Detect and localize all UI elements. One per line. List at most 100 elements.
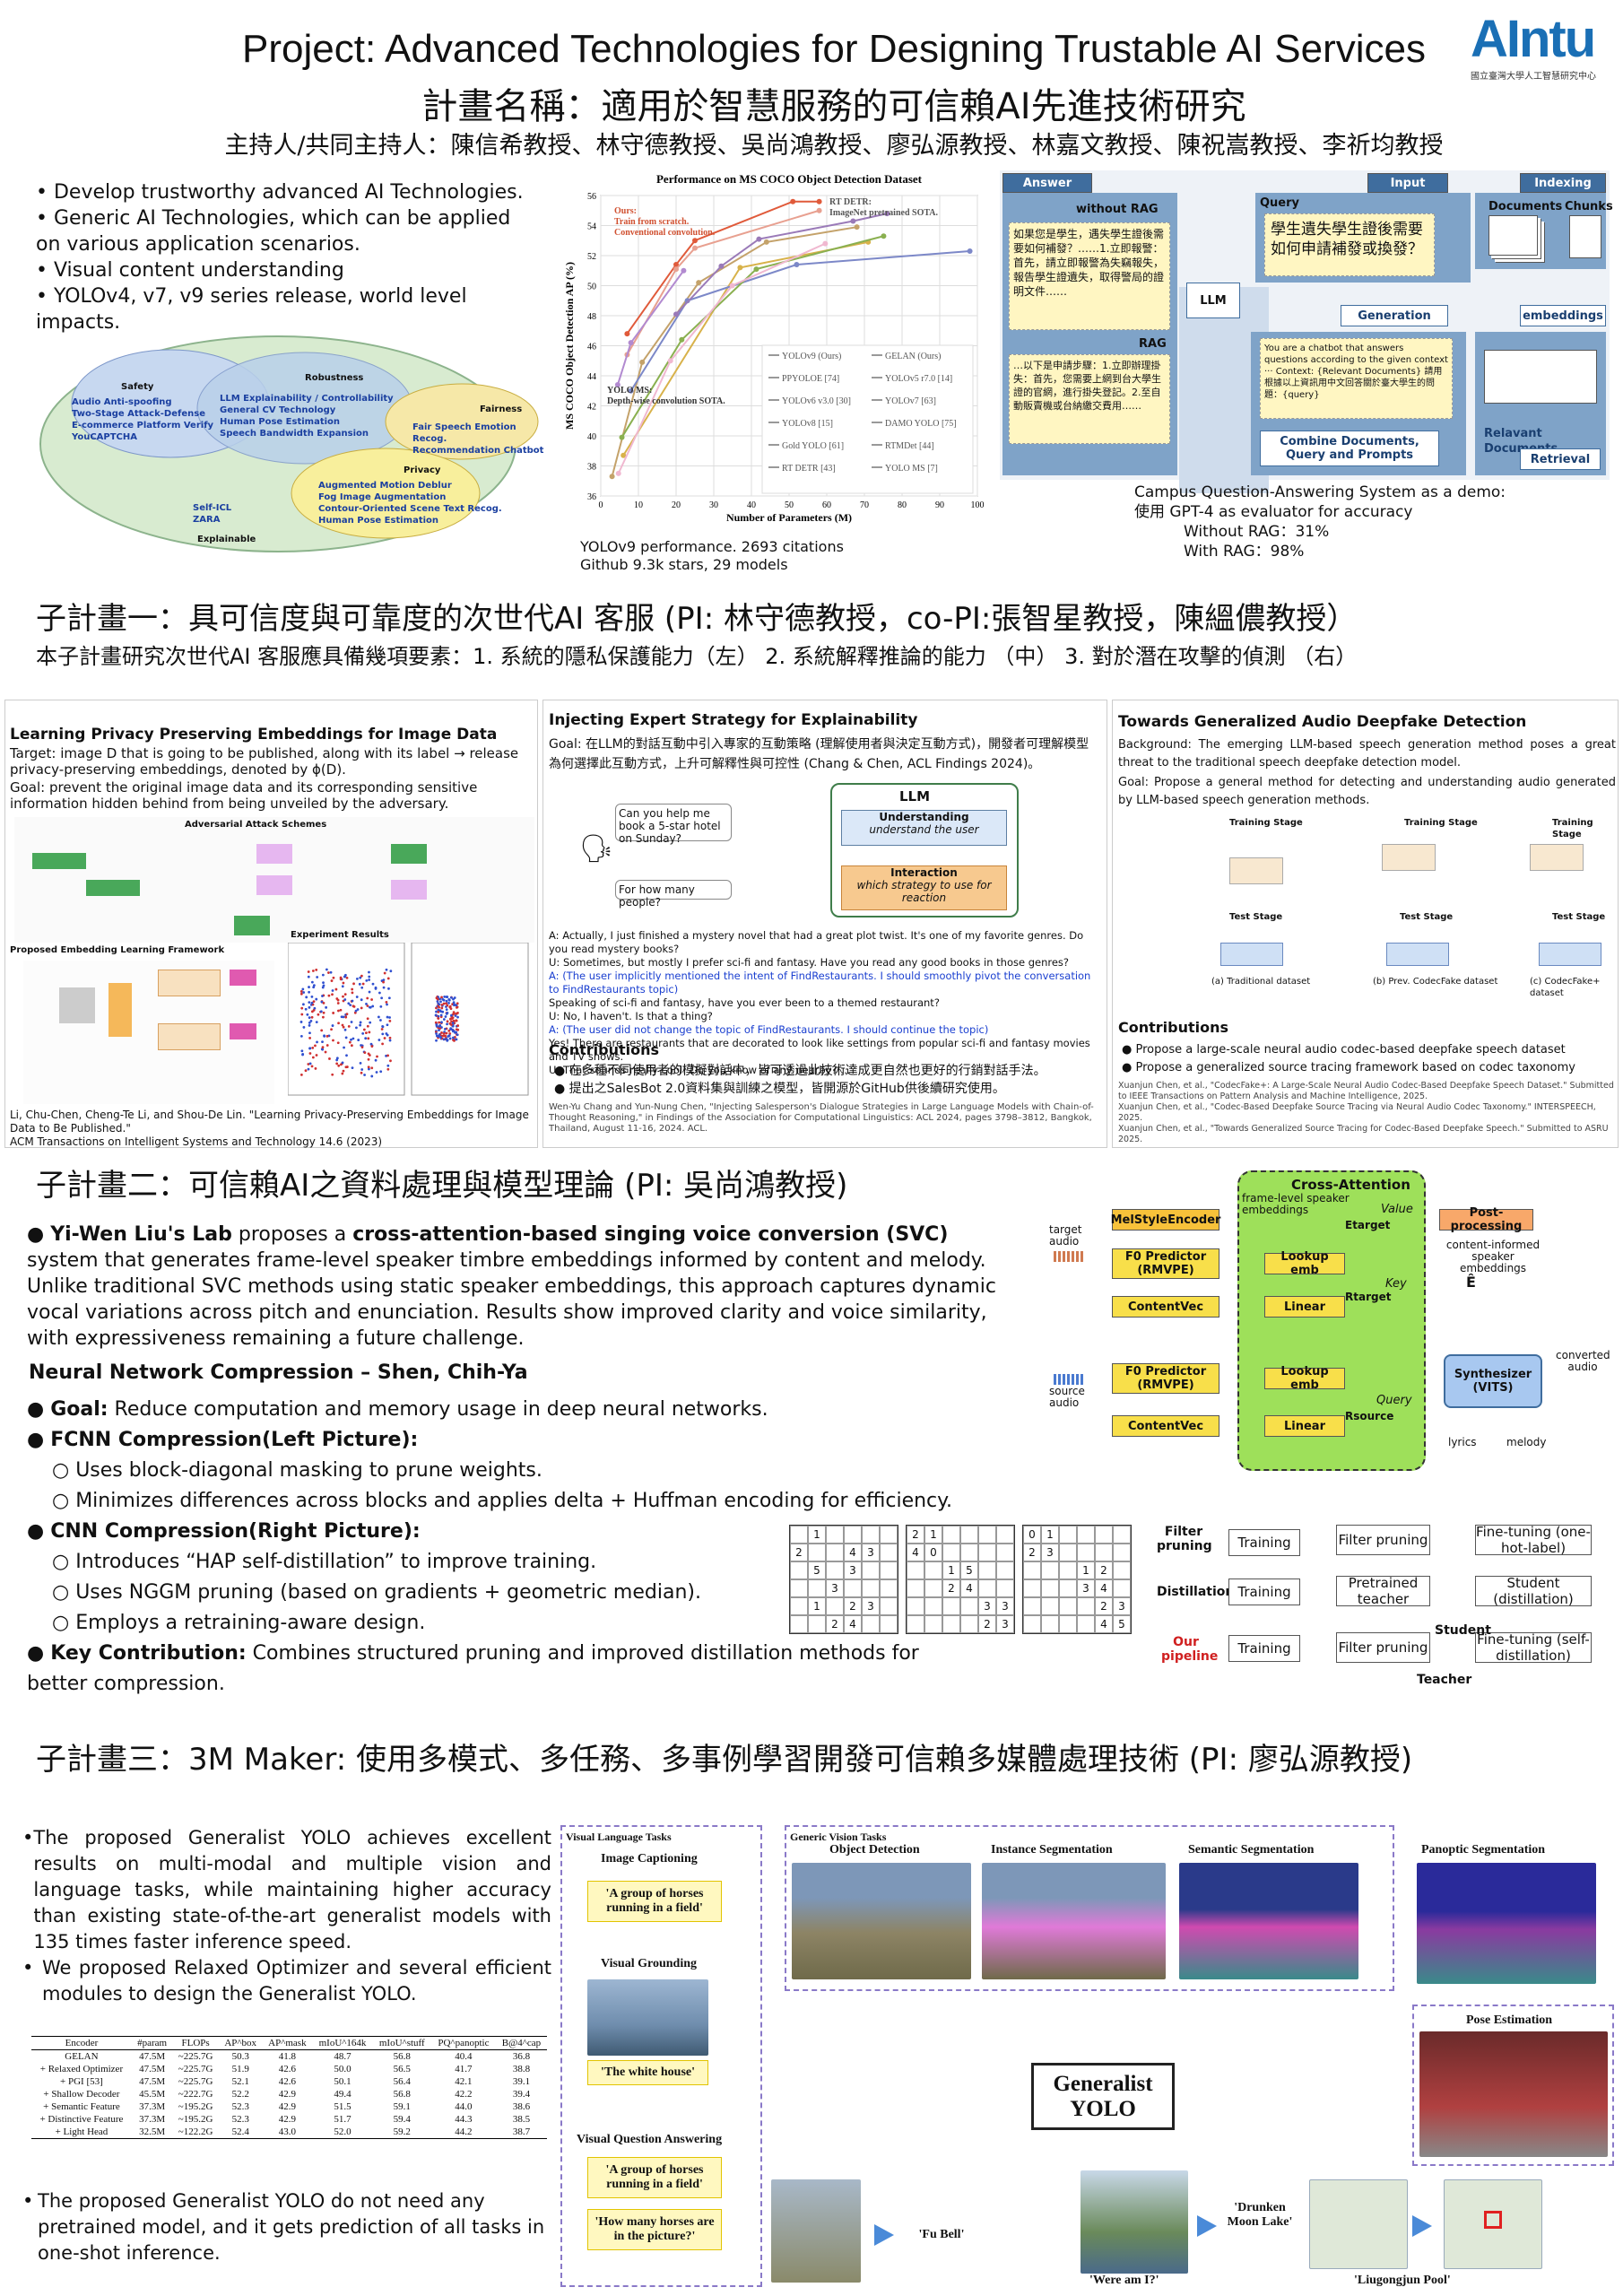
data-point: [816, 207, 822, 213]
contribution-text: 在多種不同使用者的模擬對話中，皆可透過此技術達成更自然也更好的行銷對話手法。: [568, 1064, 1046, 1078]
scatter-point: [334, 987, 338, 991]
key-contribution-label: Key Contribution:: [50, 1642, 247, 1665]
scatter-point: [351, 999, 354, 1003]
grid-cell: [1095, 1544, 1113, 1561]
table-cell: 42.9: [278, 2089, 296, 2100]
y-tick-label: 54: [587, 222, 596, 232]
fcnn-label: FCNN Compression(Left Picture):: [50, 1429, 419, 1451]
rag-caption-2: 使用 GPT-4 as evaluator for accuracy: [1134, 503, 1413, 521]
venn-item: Two-Stage Attack-Defense: [72, 409, 205, 419]
y-tick-label: 56: [587, 192, 596, 202]
scatter-point: [352, 1004, 355, 1008]
grid-cell: [1059, 1579, 1077, 1597]
y-tick-label: 40: [587, 432, 596, 442]
rag-caption-3: Without RAG：31%: [1184, 523, 1330, 541]
grid-cell: [996, 1544, 1014, 1561]
rag-query-label: Query: [1260, 196, 1300, 210]
scatter-point: [347, 1024, 351, 1028]
table-cell: 42.9: [278, 2114, 296, 2125]
x-tick-label: 60: [822, 500, 831, 510]
table-cell: 42.1: [455, 2076, 473, 2087]
scatter-point: [315, 968, 318, 971]
data-point: [881, 233, 887, 239]
grid-cell: [1095, 1526, 1113, 1544]
scatter-point: [331, 989, 334, 992]
scatter-point: [304, 1007, 308, 1011]
venn-svg: [39, 335, 539, 552]
grid-cell: [1041, 1615, 1059, 1633]
scatter-point: [359, 1061, 362, 1065]
scatter-point: [321, 995, 324, 997]
x-tick-label: 10: [634, 500, 643, 510]
interaction-label: Interaction: [890, 866, 958, 879]
content-informed-label: content-informed speaker embeddings: [1445, 1239, 1541, 1274]
scatter-point: [374, 987, 378, 990]
scatter-point: [442, 1038, 446, 1041]
scatter-point: [434, 1013, 438, 1017]
venn-item: Augmented Motion Deblur: [318, 481, 452, 491]
training-box: Training: [1228, 1635, 1300, 1662]
table-cell: ~225.7G: [178, 2064, 213, 2074]
scatter-point: [445, 999, 448, 1003]
scatter-point: [305, 996, 308, 999]
dialog-line: A: (The user implicitly mentioned the in…: [549, 970, 1091, 996]
table-cell: 47.5M: [139, 2051, 166, 2062]
grid-cell: [880, 1615, 898, 1633]
key-label: Key: [1385, 1277, 1407, 1291]
vqa-answer: 'A group of horses running in a field': [587, 2157, 722, 2198]
scatter-point: [455, 1012, 458, 1015]
grid-cell: [1059, 1526, 1077, 1544]
scatter-point: [358, 982, 361, 986]
table-cell: 52.2: [231, 2089, 249, 2100]
grid-cell: [1023, 1615, 1041, 1633]
target-audio-label: target audio: [1049, 1223, 1082, 1248]
cross-attention-title: Cross-Attention: [1291, 1177, 1410, 1193]
scatter-point: [308, 1037, 311, 1039]
scatter-point: [359, 976, 362, 979]
scatter-point: [386, 1067, 390, 1071]
venn-fairness-label: Fairness: [480, 404, 523, 414]
scatter-point: [451, 1022, 455, 1025]
rag-label: RAG: [1139, 337, 1167, 351]
grid-cell: [942, 1615, 960, 1633]
contentvec-box-source: ContentVec: [1112, 1415, 1219, 1437]
scatter-point: [374, 1058, 378, 1062]
filter-pruning-box: Filter pruning: [1336, 1525, 1430, 1555]
minimize-box: [230, 970, 256, 986]
scatter-point: [315, 1021, 318, 1024]
table-cell: 51.9: [231, 2064, 249, 2074]
grid-cell: 2: [1023, 1544, 1041, 1561]
rsource-label: Rsource: [1345, 1410, 1394, 1422]
grid-cell: 3: [978, 1597, 996, 1615]
scatter-point: [438, 1025, 441, 1028]
grid-cell: 1: [808, 1597, 826, 1615]
scatter-point: [371, 982, 375, 986]
scatter-point: [447, 1002, 450, 1004]
table-cell: 59.2: [372, 2126, 431, 2139]
y-tick-label: 44: [587, 372, 596, 382]
scatter-point: [350, 1044, 353, 1048]
scatter-point: [450, 1013, 453, 1017]
grid-cell: [1113, 1526, 1131, 1544]
scatter-point: [317, 1013, 320, 1016]
scatter-point: [351, 987, 354, 991]
deepfake-title: Towards Generalized Audio Deepfake Detec…: [1118, 713, 1527, 731]
scatter-point: [320, 1000, 324, 1004]
chart-annotation: YOLO MS:: [607, 386, 652, 396]
scatter-point: [382, 986, 386, 989]
scatter-point: [364, 1037, 368, 1040]
scatter-point: [354, 1009, 358, 1013]
rag-without-label: without RAG: [1076, 203, 1159, 216]
venn-robustness-label: Robustness: [305, 373, 364, 383]
scatter-point: [299, 1074, 303, 1076]
venn-item: YouCAPTCHA: [72, 432, 137, 442]
table-header-cell: #param: [131, 2036, 173, 2050]
scatter-point: [311, 970, 315, 972]
scatter-point: [363, 1074, 366, 1076]
scatter-point: [442, 1002, 446, 1005]
table-cell: ~225.7G: [178, 2076, 213, 2087]
grid-cell: [862, 1579, 880, 1597]
sub3-bullet: We proposed Relaxed Optimizer and severa…: [41, 1957, 551, 2005]
scatter-point: [302, 1003, 305, 1006]
